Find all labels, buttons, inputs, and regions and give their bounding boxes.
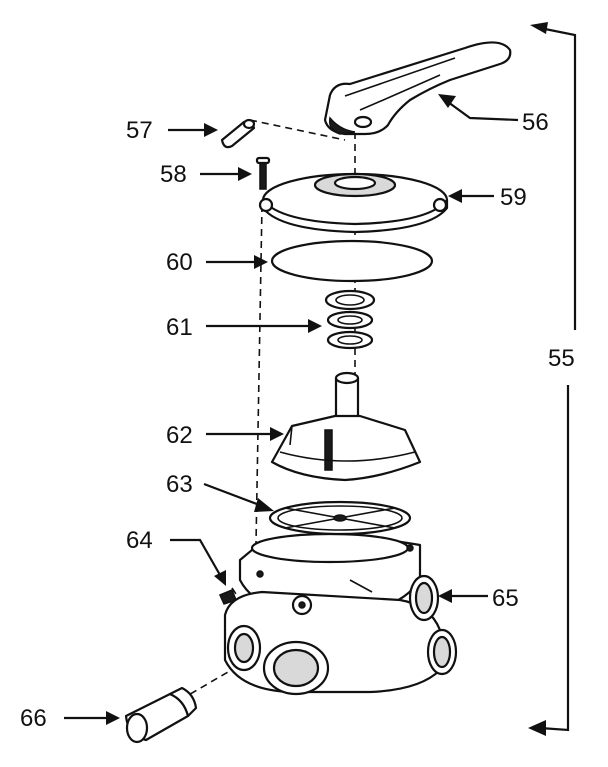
leader-66 — [64, 711, 120, 725]
leader-56 — [438, 94, 519, 122]
callout-58: 58 — [160, 161, 187, 188]
valve-body — [223, 532, 458, 696]
leader-58 — [200, 167, 252, 181]
callout-56: 56 — [522, 109, 549, 136]
cover-screw — [255, 156, 271, 190]
leader-62 — [206, 427, 284, 441]
rotor-diverter — [270, 371, 422, 482]
leader-65 — [438, 589, 488, 603]
leader-63 — [203, 482, 274, 512]
leader-59 — [448, 189, 494, 203]
callout-59: 59 — [500, 184, 527, 211]
callout-61: 61 — [166, 314, 193, 341]
drain-plug — [124, 686, 198, 744]
leader-64 — [170, 538, 226, 586]
callout-60: 60 — [166, 249, 193, 276]
callout-66: 66 — [20, 705, 47, 732]
leader-57 — [168, 123, 218, 137]
callout-64: 64 — [126, 527, 153, 554]
cover-gasket — [270, 239, 434, 283]
callout-55: 55 — [548, 345, 575, 372]
assembly-bracket — [528, 22, 577, 736]
leader-60 — [206, 255, 268, 269]
handle-pin — [220, 118, 256, 149]
callout-65: 65 — [492, 585, 519, 612]
callout-62: 62 — [166, 422, 193, 449]
spider-gasket — [268, 500, 412, 536]
valve-handle — [323, 41, 512, 136]
callout-57: 57 — [126, 117, 153, 144]
callout-63: 63 — [166, 471, 193, 498]
stem-seals — [324, 289, 376, 350]
valve-cover — [258, 172, 449, 234]
leader-61 — [206, 319, 322, 333]
